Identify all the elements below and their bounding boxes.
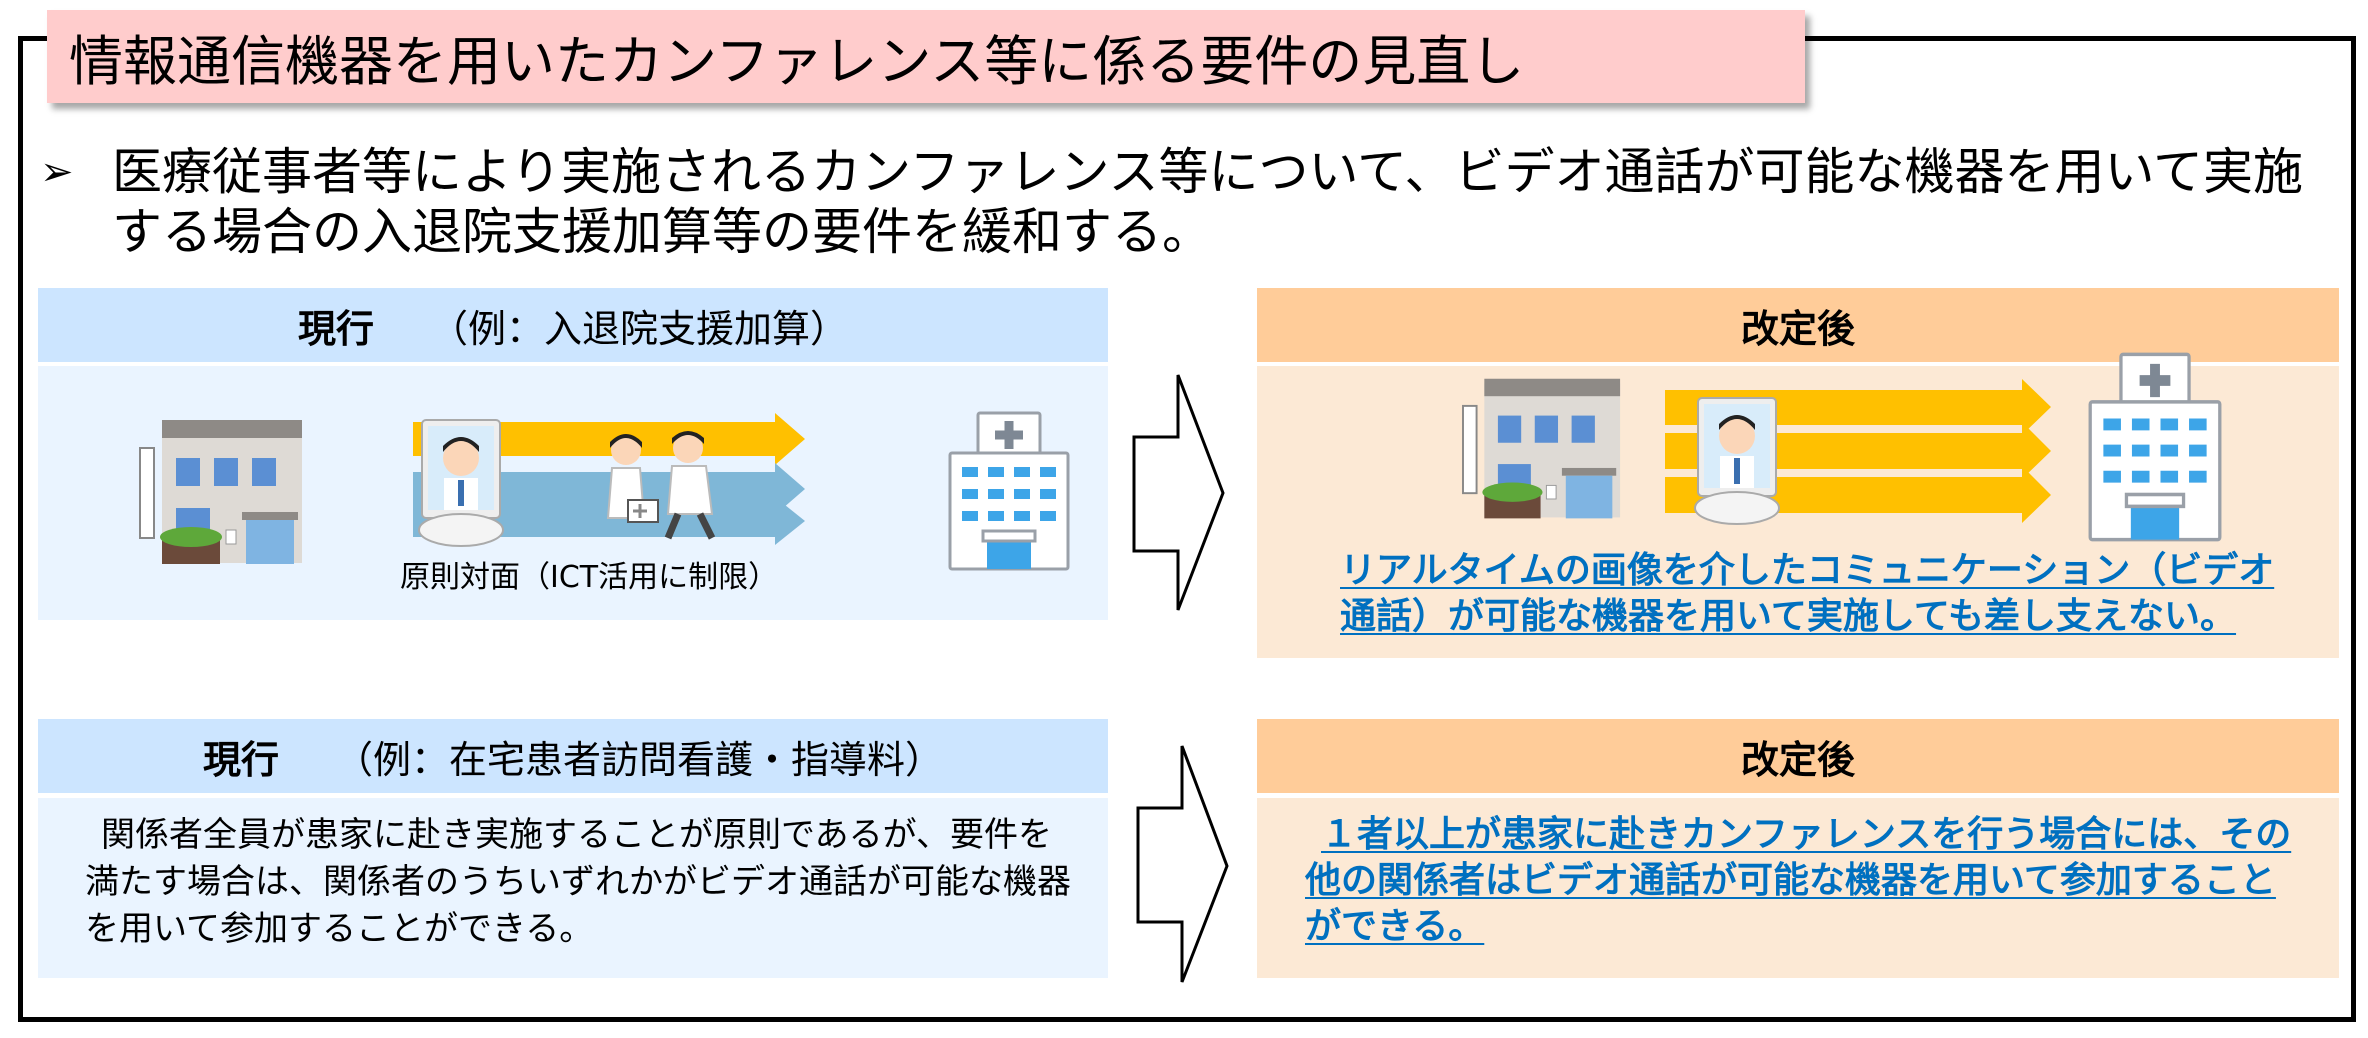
after-label-1: 改定後 <box>1740 306 1855 351</box>
frame-bottom <box>18 1017 2356 1022</box>
arrow-bullet-icon: ➢ <box>40 149 74 195</box>
video-monitor-icon <box>1694 397 1780 525</box>
after-text-1: リアルタイムの画像を介したコミュニケーション（ビデオ通話）が可能な機器を用いて実… <box>1340 550 2275 637</box>
current-text-2: 関係者全員が患家に赴き実施することが原則であるが、要件を満たす場合は、関係者のう… <box>85 815 1071 949</box>
frame-top-right <box>1805 36 2356 41</box>
current-header-2: 現行 （例：在宅患者訪問看護・指導料） <box>38 719 1108 793</box>
lead-paragraph: ➢ 医療従事者等により実施されるカンファレンス等について、ビデオ通話が可能な機器… <box>40 142 2340 262</box>
current-label-2: 現行 <box>202 737 279 782</box>
right-block-arrow-icon <box>1136 745 1229 983</box>
after-body-2 <box>1257 798 2339 978</box>
frame-top-left <box>18 36 48 41</box>
page-title: 情報通信機器を用いたカンファレンス等に係る要件の見直し <box>69 30 1525 93</box>
current-label-1: 現行 <box>297 306 374 351</box>
right-block-arrow-icon <box>1132 374 1225 611</box>
title-banner: 情報通信機器を用いたカンファレンス等に係る要件の見直し <box>47 10 1805 103</box>
video-monitor-icon <box>418 419 504 547</box>
hospital-building-icon <box>948 411 1070 571</box>
frame-left <box>18 36 23 1022</box>
clinic-building-icon <box>1462 378 1621 519</box>
current-caption-1: 原則対面（ICT活用に制限） <box>400 560 779 595</box>
hospital-building-icon <box>2088 352 2222 542</box>
current-example-1: （例：入退院支援加算） <box>430 306 849 351</box>
current-example-2: （例：在宅患者訪問看護・指導料） <box>335 737 944 782</box>
after-header-1: 改定後 <box>1257 288 2339 362</box>
current-body-2 <box>38 798 1108 978</box>
doctor-nurse-walking-icon <box>606 431 716 540</box>
after-label-2: 改定後 <box>1740 737 1855 782</box>
after-text-2: １者以上が患家に赴きカンファレンスを行う場合には、その他の関係者はビデオ通話が可… <box>1305 814 2292 947</box>
after-header-2: 改定後 <box>1257 719 2339 793</box>
frame-right <box>2351 36 2356 1022</box>
arrow-yellow <box>413 413 805 465</box>
lead-text: 医療従事者等により実施されるカンファレンス等について、ビデオ通話が可能な機器を用… <box>112 143 2303 261</box>
current-header-1: 現行 （例：入退院支援加算） <box>38 288 1108 362</box>
clinic-building-icon <box>139 420 302 564</box>
